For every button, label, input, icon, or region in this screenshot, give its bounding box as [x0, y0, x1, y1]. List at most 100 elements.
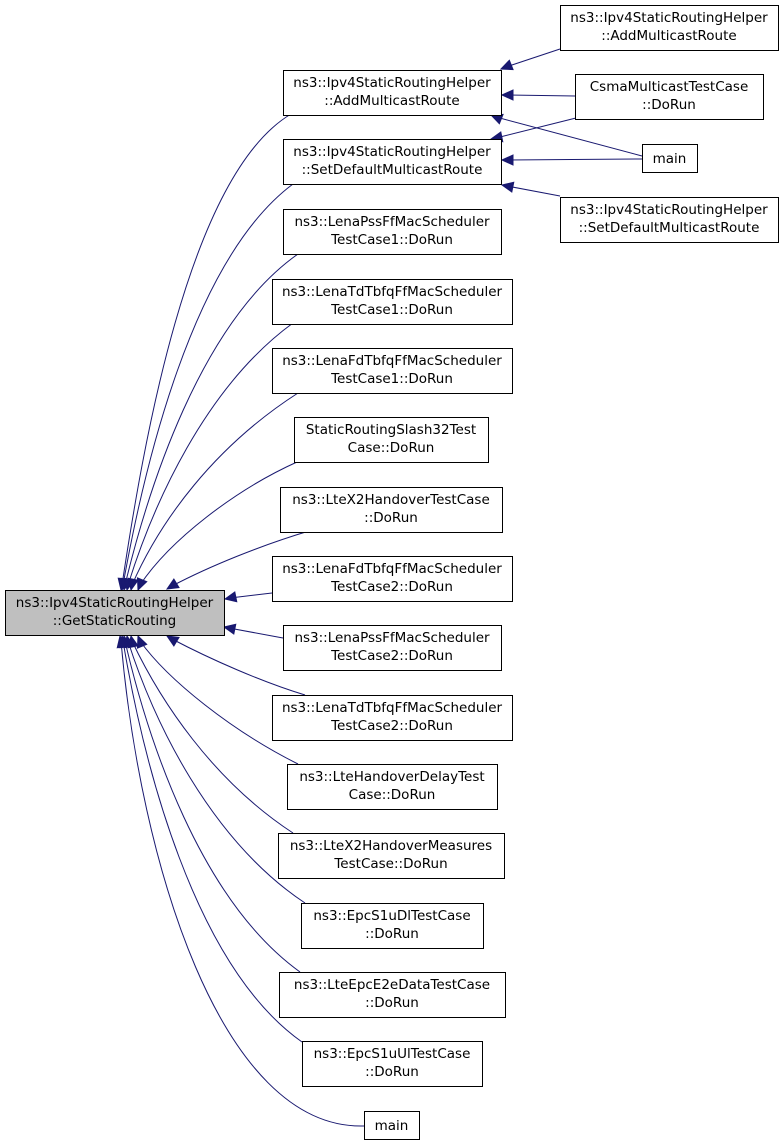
- edge-line: [127, 322, 294, 586]
- edge-line: [131, 392, 299, 586]
- arrowhead-icon: [499, 59, 514, 71]
- edge-lena_fd_2-to-root: [223, 591, 273, 603]
- node-epc-dl[interactable]: ns3::EpcS1uDlTestCase::DoRun: [301, 903, 484, 949]
- edge-line: [122, 640, 303, 1043]
- node-x2-handover[interactable]: ns3::LteX2HandoverTestCase::DoRun: [280, 487, 503, 533]
- edge-main_right-to-set_default: [500, 154, 643, 166]
- edge-line: [506, 185, 561, 197]
- edge-lena_pss_2-to-root: [222, 623, 284, 639]
- node-label-line: ns3::LenaFdTbfqFfMacScheduler: [282, 561, 502, 577]
- node-main-right[interactable]: main: [642, 144, 698, 173]
- node-x2-measures[interactable]: ns3::LteX2HandoverMeasuresTestCase::DoRu…: [278, 833, 505, 879]
- node-lena-td-1[interactable]: ns3::LenaTdTbfqFfMacSchedulerTestCase1::…: [272, 279, 513, 325]
- edge-line: [139, 640, 299, 765]
- edge-line: [506, 94, 576, 97]
- node-label-line: ns3::Ipv4StaticRoutingHelper: [293, 75, 491, 91]
- node-lena-fd-2[interactable]: ns3::LenaFdTbfqFfMacSchedulerTestCase2::…: [272, 556, 513, 602]
- node-label-line: ::GetStaticRouting: [53, 613, 177, 629]
- node-label-line: ns3::LteEpcE2eDataTestCase: [294, 977, 490, 993]
- edge-line: [171, 530, 310, 587]
- node-set-default[interactable]: ns3::Ipv4StaticRoutingHelper::SetDefault…: [283, 139, 502, 185]
- node-label-line: ns3::Ipv4StaticRoutingHelper: [293, 144, 491, 160]
- node-box: [272, 556, 513, 602]
- node-label-line: main: [653, 151, 687, 167]
- nodes-layer: ns3::Ipv4StaticRoutingHelper::GetStaticR…: [5, 5, 779, 1140]
- node-lena-td-2[interactable]: ns3::LenaTdTbfqFfMacSchedulerTestCase2::…: [272, 695, 513, 741]
- node-box: [302, 1041, 483, 1087]
- edge-line: [228, 627, 284, 639]
- node-box: [272, 279, 513, 325]
- node-box: [278, 833, 505, 879]
- node-label-line: Case::DoRun: [348, 440, 435, 456]
- node-box: [287, 764, 498, 810]
- edge-line: [139, 461, 298, 586]
- node-lena-fd-1[interactable]: ns3::LenaFdTbfqFfMacSchedulerTestCase1::…: [272, 348, 513, 394]
- node-box: [301, 903, 484, 949]
- edge-slash32-to-root: [136, 461, 298, 592]
- edge-set_default_r-to-set_default: [500, 181, 561, 197]
- node-csma[interactable]: CsmaMulticastTestCase::DoRun: [575, 74, 764, 120]
- node-box: [5, 590, 225, 636]
- edge-line: [506, 158, 643, 161]
- arrowhead-icon: [165, 635, 180, 647]
- node-label-line: TestCase1::DoRun: [330, 371, 453, 387]
- node-label-line: ns3::LteHandoverDelayTest: [299, 769, 484, 785]
- edge-lena_fd_1-to-root: [127, 392, 299, 592]
- node-label-line: Case::DoRun: [349, 787, 436, 803]
- node-label-line: ns3::Ipv4StaticRoutingHelper: [16, 595, 214, 611]
- node-lena-pss-2[interactable]: ns3::LenaPssFfMacSchedulerTestCase2::DoR…: [283, 625, 502, 671]
- node-label-line: ::DoRun: [365, 1064, 419, 1080]
- arrowhead-icon: [136, 634, 148, 649]
- node-label-line: ns3::LteX2HandoverTestCase: [292, 492, 490, 508]
- node-set-default-r[interactable]: ns3::Ipv4StaticRoutingHelper::SetDefault…: [560, 197, 779, 243]
- arrowhead-icon: [165, 578, 180, 590]
- node-label-line: ns3::LenaPssFfMacScheduler: [294, 630, 490, 646]
- edge-line: [121, 113, 292, 586]
- arrowhead-icon: [222, 623, 237, 635]
- node-label-line: TestCase2::DoRun: [330, 579, 453, 595]
- node-box: [272, 348, 513, 394]
- node-label-line: StaticRoutingSlash32Test: [306, 422, 476, 438]
- edge-line: [127, 640, 306, 904]
- edge-line: [120, 640, 365, 1127]
- edge-csma-to-add_multicast: [500, 89, 576, 101]
- node-main-bottom[interactable]: main: [364, 1111, 420, 1140]
- node-add-multicast[interactable]: ns3::Ipv4StaticRoutingHelper::AddMultica…: [283, 70, 502, 116]
- edge-set_default-to-root: [118, 183, 294, 592]
- node-label-line: TestCase1::DoRun: [330, 232, 453, 248]
- node-label-line: ::DoRun: [364, 510, 418, 526]
- node-label-line: ::DoRun: [365, 926, 419, 942]
- node-label-line: ns3::LenaPssFfMacScheduler: [294, 214, 490, 230]
- node-box: [283, 209, 502, 255]
- node-label-line: CsmaMulticastTestCase: [590, 79, 749, 95]
- node-label-line: ns3::Ipv4StaticRoutingHelper: [570, 202, 768, 218]
- edge-x2_measures-to-root: [127, 634, 294, 834]
- arrowhead-icon: [500, 181, 515, 193]
- node-lena-pss-1[interactable]: ns3::LenaPssFfMacSchedulerTestCase1::DoR…: [283, 209, 502, 255]
- edge-line: [131, 640, 294, 834]
- arrowhead-icon: [500, 89, 514, 101]
- edge-line: [505, 48, 561, 68]
- edge-lena_pss_1-to-root: [120, 253, 299, 592]
- node-epc-e2e[interactable]: ns3::LteEpcE2eDataTestCase::DoRun: [279, 972, 506, 1018]
- node-box: [283, 70, 502, 116]
- edge-line: [124, 640, 301, 973]
- node-label-line: ns3::Ipv4StaticRoutingHelper: [570, 10, 768, 26]
- edge-x2_handover-to-root: [165, 530, 310, 590]
- node-epc-ul[interactable]: ns3::EpcS1uUlTestCase::DoRun: [302, 1041, 483, 1087]
- edge-lena_td_2-to-root: [165, 635, 306, 696]
- node-box: [642, 144, 698, 173]
- edge-add_multicast_r-to-add_multicast: [499, 48, 561, 71]
- node-label-line: ::AddMulticastRoute: [601, 28, 736, 44]
- node-label-line: TestCase2::DoRun: [330, 718, 453, 734]
- edge-epc_e2e-to-root: [120, 634, 301, 973]
- node-label-line: main: [375, 1118, 409, 1134]
- node-add-multicast-r[interactable]: ns3::Ipv4StaticRoutingHelper::AddMultica…: [560, 5, 779, 51]
- edge-line: [495, 116, 643, 157]
- arrowhead-icon: [136, 577, 148, 592]
- node-box: [279, 972, 506, 1018]
- arrowhead-icon: [223, 591, 238, 603]
